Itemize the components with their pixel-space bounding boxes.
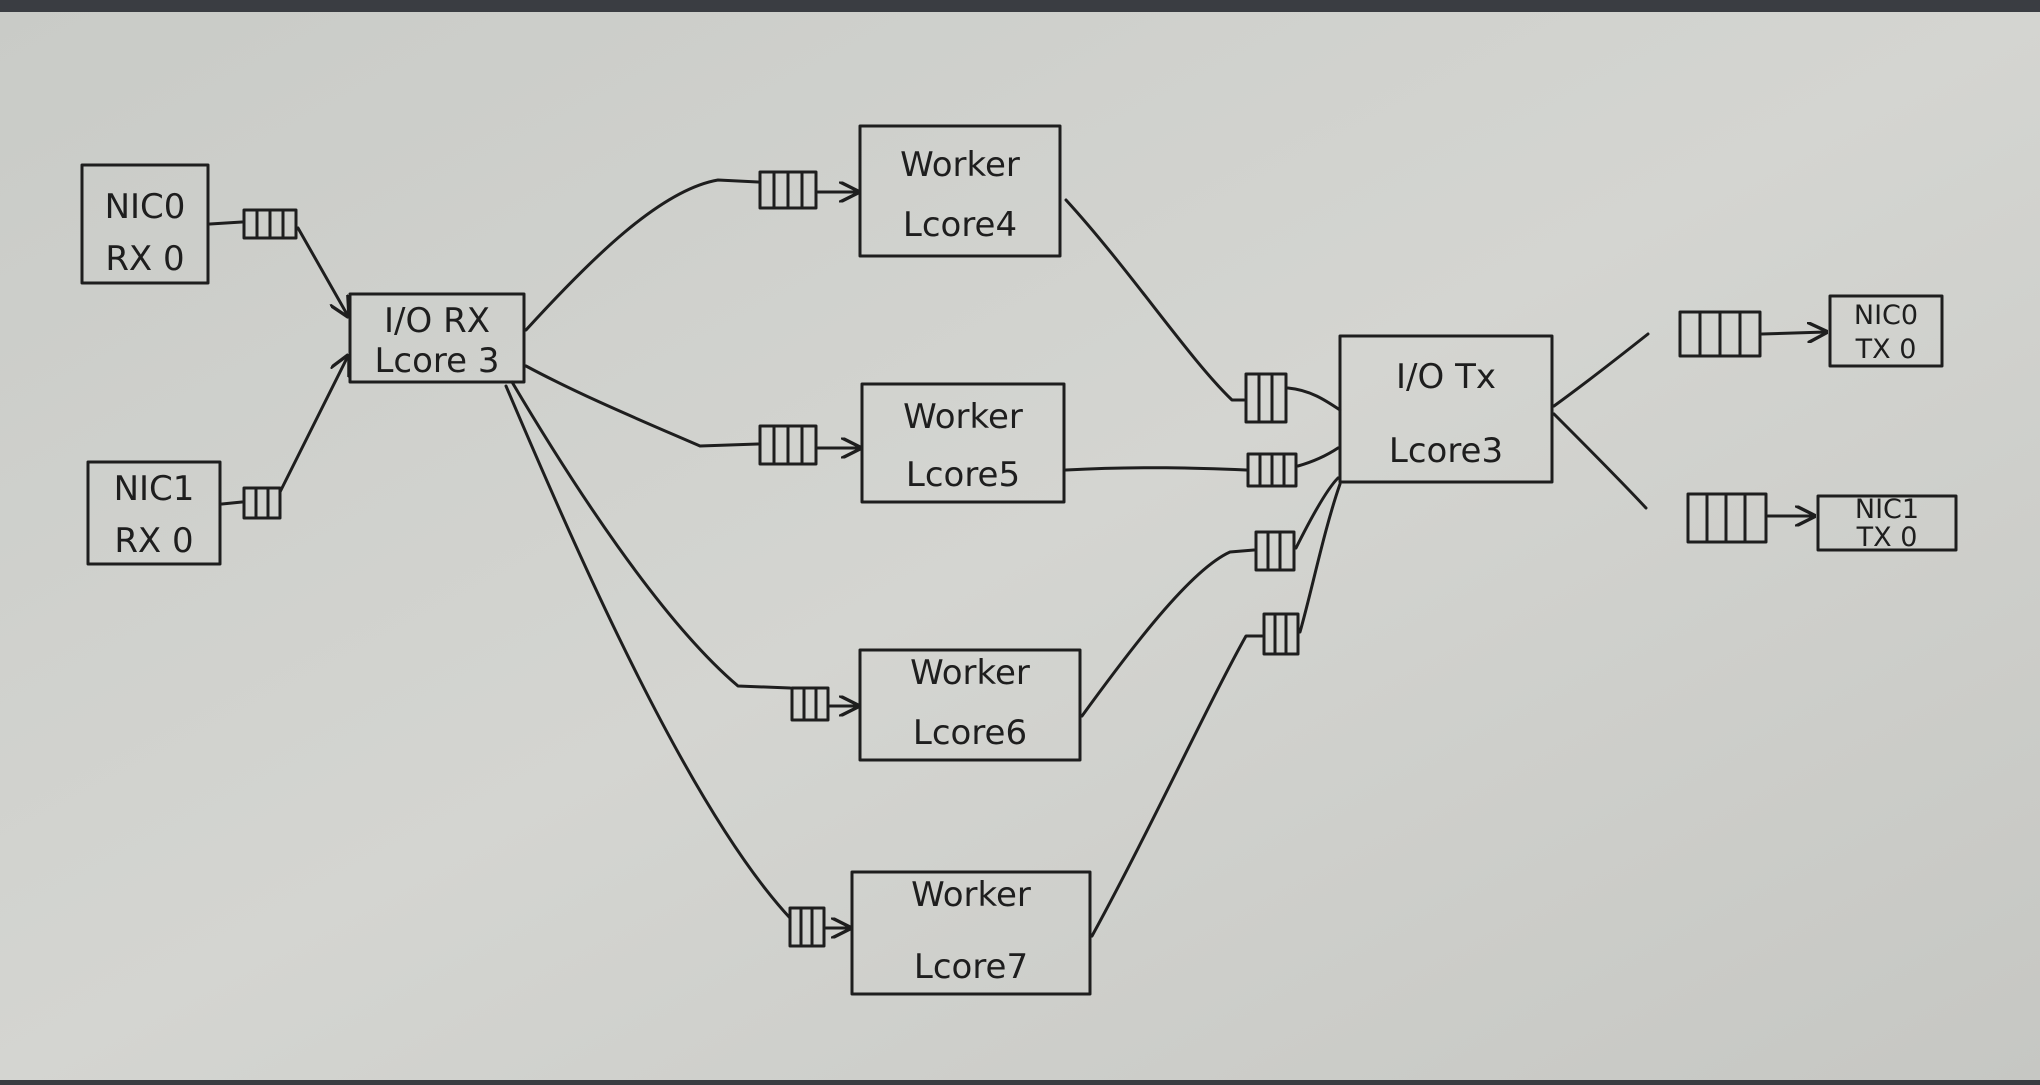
nic0-rx-label-line1: NIC0: [105, 187, 186, 227]
arrow: [1760, 332, 1826, 334]
queue-icon: [1246, 452, 1298, 488]
connector: [524, 364, 760, 448]
nic0-rx-box: [80, 163, 210, 285]
io-tx-label-line2: Lcore3: [1389, 431, 1503, 471]
nic0-rx-label-line2: RX 0: [105, 239, 184, 279]
connector: [1294, 476, 1340, 550]
queue-icon: [1254, 530, 1296, 572]
nic1-rx-label-line2: RX 0: [114, 521, 193, 561]
worker5-label-line2: Lcore5: [906, 455, 1020, 495]
nic0-tx-box: [1828, 294, 1944, 368]
connector: [1296, 446, 1340, 468]
worker7-label-line2: Lcore7: [914, 947, 1028, 987]
nic1-rx-box: [86, 460, 222, 566]
worker4-label-line1: Worker: [900, 145, 1020, 185]
queue-icon: [790, 686, 830, 722]
io-rx-label-line2: Lcore 3: [374, 341, 499, 381]
connector: [504, 384, 792, 920]
worker7-label-line1: Worker: [911, 875, 1031, 915]
queue-icon: [1686, 492, 1768, 544]
queue-icon: [758, 170, 818, 210]
connector: [1064, 466, 1248, 472]
nic0-tx-label-line2: TX 0: [1855, 334, 1917, 365]
nic1-tx-label-line2: TX 0: [1856, 522, 1918, 553]
nic1-tx-label-line1: NIC1: [1855, 494, 1919, 525]
connector: [208, 220, 244, 226]
worker5-label-line1: Worker: [903, 397, 1023, 437]
paper-background: [0, 12, 2040, 1080]
connector: [1286, 386, 1342, 412]
connector: [1090, 634, 1264, 938]
dark-top-strip: [0, 0, 2040, 12]
io-rx-label-line1: I/O RX: [384, 301, 490, 341]
io-rx-box: [348, 292, 526, 384]
queue-icon: [1244, 372, 1288, 424]
connector: [1552, 412, 1648, 510]
connector: [524, 178, 760, 332]
arrow: [296, 226, 348, 316]
queue-icon: [242, 208, 298, 240]
queue-icon: [1262, 612, 1300, 656]
worker6-label-line1: Worker: [910, 653, 1030, 693]
queue-icon: [758, 424, 818, 466]
connector: [1298, 482, 1342, 634]
queue-icon: [788, 906, 826, 948]
connector: [1080, 548, 1256, 718]
connector: [220, 500, 244, 506]
arrow: [278, 356, 348, 494]
worker6-label-line2: Lcore6: [913, 713, 1027, 753]
nic1-rx-label-line1: NIC1: [114, 469, 195, 509]
queue-icon: [242, 486, 282, 520]
connector: [1552, 332, 1650, 408]
nic0-tx-label-line1: NIC0: [1854, 300, 1918, 331]
io-tx-label-line1: I/O Tx: [1396, 357, 1496, 397]
connector: [1064, 198, 1246, 402]
nic1-tx-box: [1816, 494, 1958, 552]
connector: [510, 380, 792, 690]
queue-icon: [1678, 310, 1762, 358]
worker4-label-line2: Lcore4: [903, 205, 1017, 245]
